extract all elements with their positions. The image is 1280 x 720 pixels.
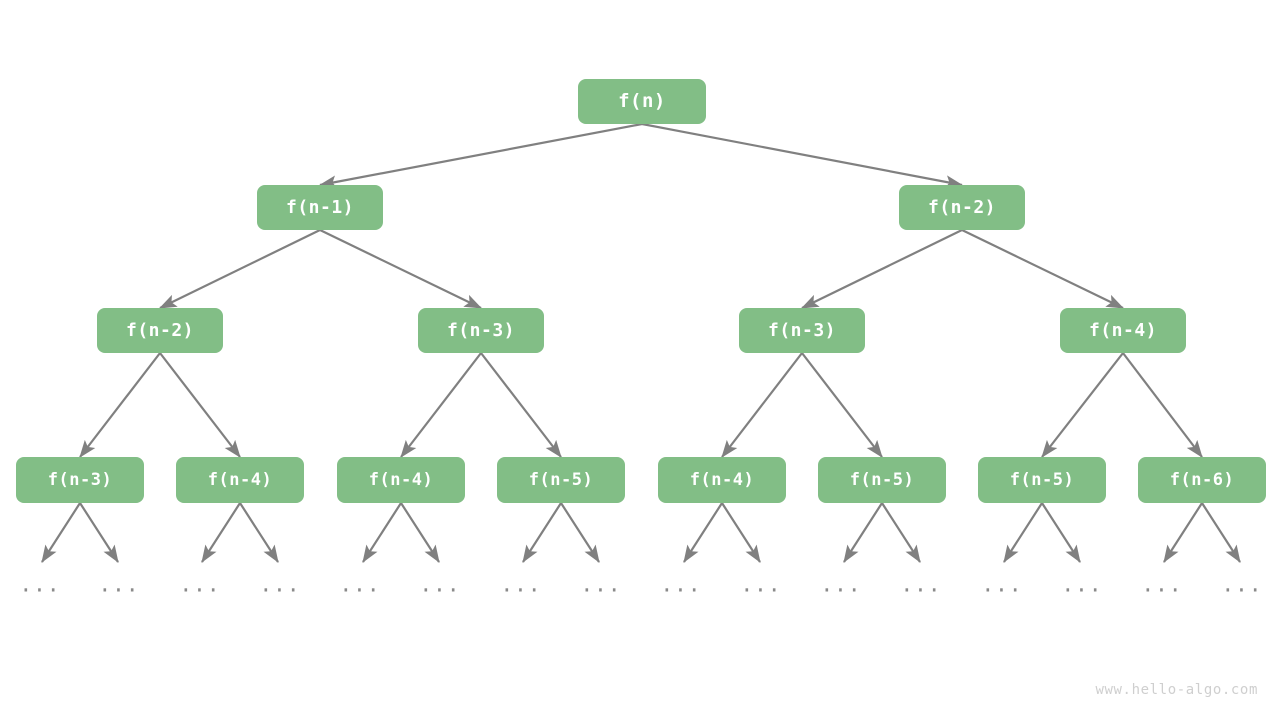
ellipsis-marker: ... [339, 572, 381, 597]
tree-edge [801, 229, 963, 309]
tree-edge [721, 502, 761, 563]
ellipsis-marker: ... [660, 572, 702, 597]
tree-edge [201, 502, 241, 563]
ellipsis-marker: ... [419, 572, 461, 597]
tree-edge [683, 502, 723, 563]
tree-node: f(n-5) [497, 457, 625, 503]
ellipsis-marker: ... [259, 572, 301, 597]
ellipsis-marker: ... [19, 572, 61, 597]
tree-node: f(n-2) [97, 307, 223, 353]
ellipsis-marker: ... [580, 572, 622, 597]
tree-node-label: f(n-1) [285, 196, 355, 218]
ellipsis-marker: ... [1221, 572, 1263, 597]
tree-node: f(n-5) [818, 457, 946, 503]
tree-node: f(n-1) [257, 184, 383, 230]
ellipsis-marker: ... [820, 572, 862, 597]
ellipsis-marker: ... [500, 572, 542, 597]
ellipsis-marker: ... [179, 572, 221, 597]
tree-edge [801, 352, 883, 458]
tree-node-label: f(n-4) [1088, 319, 1158, 341]
tree-edge [961, 229, 1124, 309]
tree-node-label: f(n-6) [1169, 470, 1235, 490]
tree-edge [239, 502, 279, 563]
tree-edge [721, 352, 803, 458]
tree-edge [1003, 502, 1043, 563]
tree-node-label: f(n-3) [47, 470, 113, 490]
tree-node-label: f(n-4) [368, 470, 434, 490]
ellipsis-marker: ... [900, 572, 942, 597]
tree-node: f(n) [578, 78, 706, 124]
tree-node-label: f(n) [618, 90, 666, 112]
tree-edge [1041, 352, 1124, 458]
tree-edge [400, 352, 482, 458]
tree-node: f(n-4) [176, 457, 304, 503]
tree-node-label: f(n-3) [767, 319, 837, 341]
tree-edge [843, 502, 883, 563]
tree-node: f(n-5) [978, 457, 1106, 503]
tree-node: f(n-3) [418, 307, 544, 353]
tree-node-label: f(n-5) [1009, 470, 1075, 490]
ellipsis-marker: ... [1061, 572, 1103, 597]
tree-edge [480, 352, 562, 458]
ellipsis-marker: ... [740, 572, 782, 597]
ellipsis-marker: ... [98, 572, 140, 597]
tree-edge [1163, 502, 1203, 563]
tree-edge [1041, 502, 1081, 563]
tree-node-label: f(n-4) [689, 470, 755, 490]
tree-node: f(n-2) [899, 184, 1025, 230]
tree-node-label: f(n-5) [528, 470, 594, 490]
tree-node-label: f(n-2) [927, 196, 997, 218]
tree-node-label: f(n-3) [446, 319, 516, 341]
tree-node-label: f(n-5) [849, 470, 915, 490]
tree-edge [318, 122, 643, 189]
tree-node: f(n-4) [658, 457, 786, 503]
tree-node-label: f(n-2) [125, 319, 195, 341]
tree-edge [319, 229, 482, 309]
tree-edge [79, 352, 161, 458]
tree-edge [641, 122, 964, 189]
tree-edge [1201, 502, 1241, 563]
tree-edge [881, 502, 921, 563]
ellipsis-marker: ... [1141, 572, 1183, 597]
tree-edge [362, 502, 402, 563]
tree-edge [400, 502, 440, 563]
tree-node: f(n-6) [1138, 457, 1266, 503]
tree-edge [159, 229, 321, 309]
tree-node: f(n-3) [16, 457, 144, 503]
tree-edge [522, 502, 562, 563]
ellipsis-marker: ... [981, 572, 1023, 597]
tree-edge [159, 352, 241, 458]
tree-edge [79, 502, 119, 563]
tree-node: f(n-4) [1060, 307, 1186, 353]
tree-node: f(n-3) [739, 307, 865, 353]
tree-edge [1122, 352, 1203, 458]
tree-edge [560, 502, 600, 563]
edge-group [41, 122, 1241, 563]
watermark: www.hello-algo.com [1095, 682, 1258, 698]
tree-node-label: f(n-4) [207, 470, 273, 490]
tree-node: f(n-4) [337, 457, 465, 503]
tree-edge [41, 502, 81, 563]
